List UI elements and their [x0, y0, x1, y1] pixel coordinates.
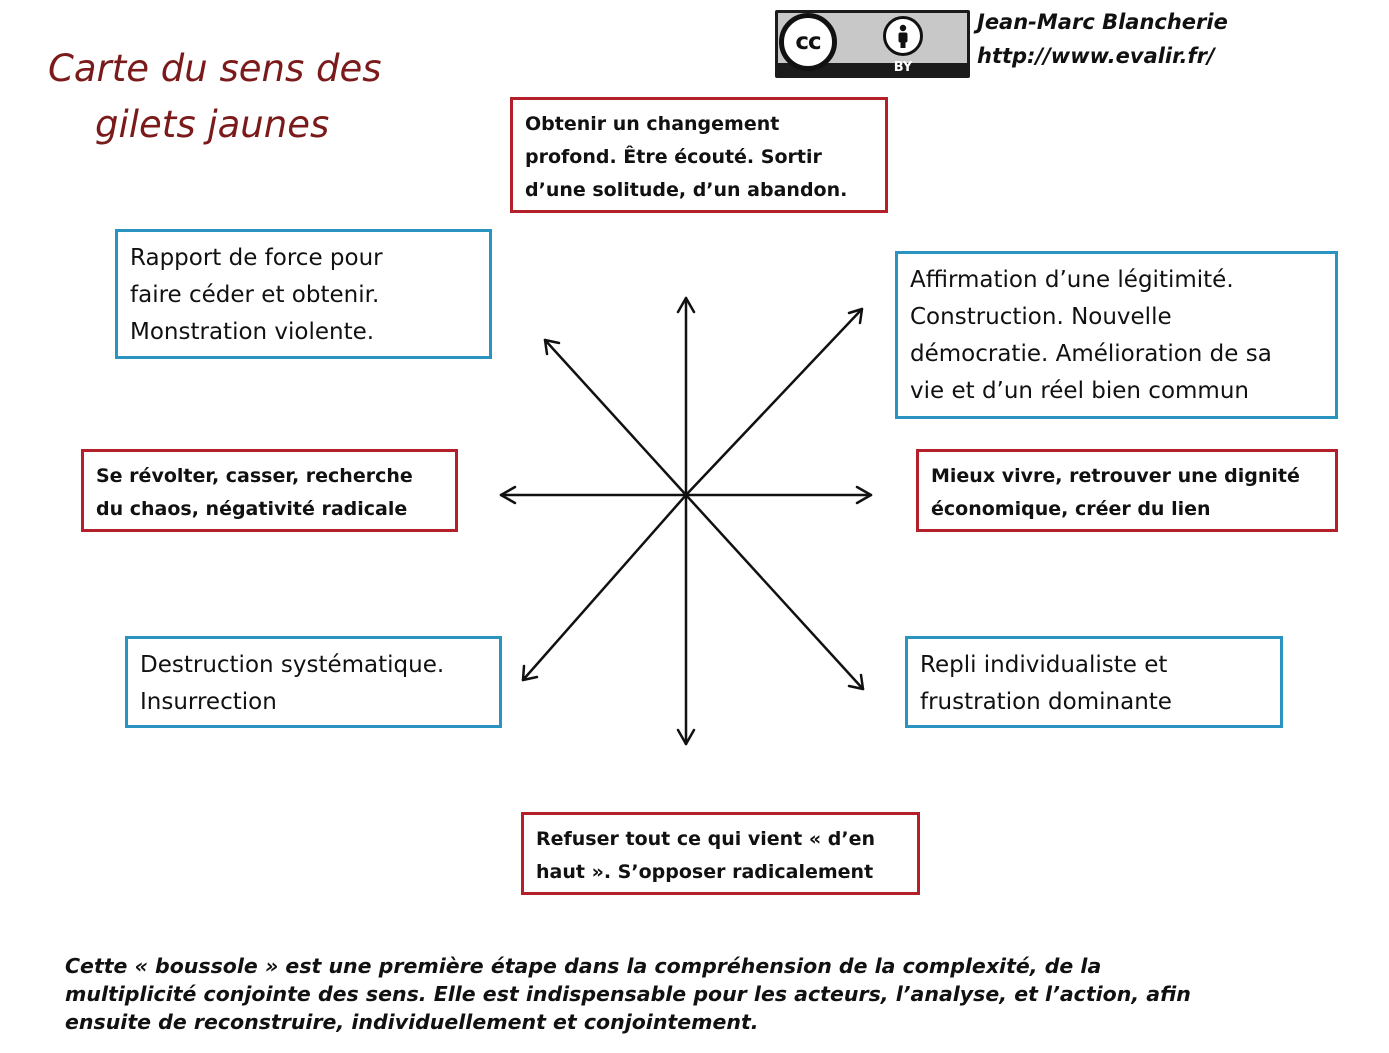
box-northwest-line-3: Monstration violente.: [130, 319, 375, 345]
arrow-southeast-head: [847, 673, 865, 691]
box-southeast-line-2: frustration dominante: [920, 689, 1172, 715]
footer-line-3: ensuite de reconstruire, individuellemen…: [65, 1010, 759, 1034]
arrow-southeast: [684, 493, 865, 691]
arrow-east-head: [855, 485, 873, 505]
arrow-west-head: [499, 485, 517, 505]
footer-note: Cette « boussole » est une première étap…: [65, 952, 1365, 1036]
box-northeast-line-1: Affirmation d’une légitimité.: [910, 267, 1234, 293]
box-east-line-2: économique, créer du lien: [931, 498, 1211, 520]
box-northwest-line-2: faire céder et obtenir.: [130, 282, 380, 308]
box-northwest-line-1: Rapport de force pour: [130, 245, 383, 271]
by-label: BY: [893, 60, 913, 75]
box-south-line-1: Refuser tout ce qui vient « d’en: [536, 828, 875, 850]
box-northeast-line-2: Construction. Nouvelle: [910, 304, 1172, 330]
box-southwest-line-2: Insurrection: [140, 689, 277, 715]
cc-by-license-badge: cc BY: [775, 10, 970, 78]
box-north-line-1: Obtenir un changement: [525, 113, 780, 135]
page-title-line-2: gilets jaunes: [95, 103, 330, 146]
arrow-southwest-head: [521, 664, 539, 682]
author-url[interactable]: http://www.evalir.fr/: [977, 44, 1215, 68]
arrow-south-head: [676, 728, 696, 746]
box-south-line-2: haut ». S’opposer radicalement: [536, 861, 874, 883]
box-southwest-line-1: Destruction systématique.: [140, 652, 445, 678]
box-north: Obtenir un changement profond. Être écou…: [510, 97, 888, 213]
box-west-line-1: Se révolter, casser, recherche: [96, 465, 413, 487]
arrow-northwest-head: [543, 338, 561, 356]
box-southeast: Repli individualiste et frustration domi…: [905, 636, 1283, 728]
box-east-line-1: Mieux vivre, retrouver une dignité: [931, 465, 1300, 487]
box-east: Mieux vivre, retrouver une dignité écono…: [916, 449, 1338, 532]
arrow-northwest: [543, 338, 688, 497]
box-northwest: Rapport de force pour faire céder et obt…: [115, 229, 492, 359]
box-southeast-line-1: Repli individualiste et: [920, 652, 1168, 678]
arrow-northeast: [684, 307, 864, 497]
box-west: Se révolter, casser, recherche du chaos,…: [81, 449, 458, 532]
author-name: Jean-Marc Blancherie: [977, 10, 1228, 34]
box-north-line-2: profond. Être écouté. Sortir: [525, 146, 822, 168]
box-southwest: Destruction systématique. Insurrection: [125, 636, 502, 728]
box-north-line-3: d’une solitude, d’un abandon.: [525, 179, 848, 201]
box-south: Refuser tout ce qui vient « d’en haut ».…: [521, 812, 920, 895]
box-west-line-2: du chaos, négativité radicale: [96, 498, 408, 520]
box-northeast: Affirmation d’une légitimité. Constructi…: [895, 251, 1338, 419]
footer-line-1: Cette « boussole » est une première étap…: [65, 954, 1102, 978]
box-northeast-line-4: vie et d’un réel bien commun: [910, 378, 1249, 404]
page-title-line-1: Carte du sens des: [48, 47, 382, 90]
cc-icon: cc: [779, 13, 837, 71]
footer-line-2: multiplicité conjointe des sens. Elle es…: [65, 982, 1191, 1006]
cc-icon-label: cc: [795, 29, 821, 55]
arrow-north-head: [676, 296, 696, 314]
box-northeast-line-3: démocratie. Amélioration de sa: [910, 341, 1272, 367]
arrow-southwest: [521, 493, 688, 682]
arrow-northeast-head: [847, 307, 864, 325]
attribution-person-icon: [883, 16, 923, 56]
